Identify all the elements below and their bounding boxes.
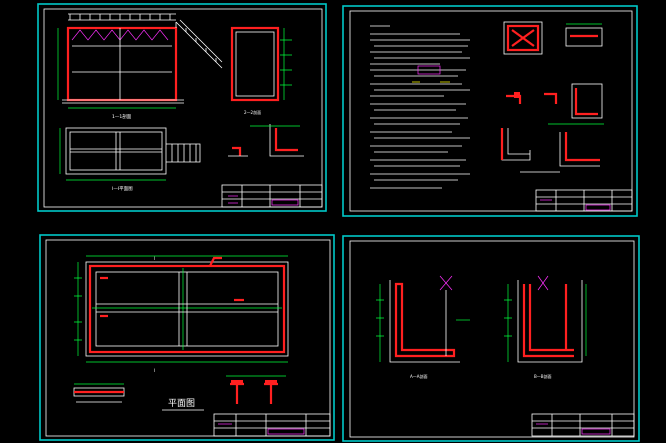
section-b-label: B—B剖面 bbox=[534, 373, 552, 379]
plan-i-i: I—I平面图 bbox=[59, 127, 201, 192]
section-b-b: B—B剖面 bbox=[504, 275, 587, 379]
sheet-4: A—A剖面 B—B剖面 bbox=[342, 235, 640, 442]
sheet-1: 1—1剖面 I—I平面图 2—2剖面 bbox=[37, 3, 327, 212]
sheet-2-frame bbox=[349, 10, 633, 212]
sheet-4-border bbox=[342, 235, 640, 442]
tank-wall-section bbox=[66, 26, 178, 102]
sheet-3-details bbox=[73, 375, 286, 404]
sheet-1-frame bbox=[43, 8, 323, 208]
sheet-3-frame bbox=[45, 239, 331, 437]
sheet-1-details bbox=[228, 124, 304, 157]
plan-outer-wall bbox=[88, 264, 286, 354]
section-2-2-label: 2—2剖面 bbox=[244, 109, 261, 115]
sheet-2 bbox=[342, 5, 638, 217]
plan-title: 平面图 bbox=[168, 398, 195, 409]
wall-section-a bbox=[394, 282, 456, 358]
sheet-2-details bbox=[500, 21, 604, 173]
axis-top-label: I bbox=[154, 256, 155, 261]
axis-bottom-label: I bbox=[154, 368, 155, 373]
section-a-label: A—A剖面 bbox=[410, 373, 427, 379]
sheet-4-frame bbox=[349, 240, 635, 438]
tall-section-wall bbox=[230, 26, 280, 102]
sheet-1-titleblock bbox=[221, 184, 323, 208]
sheet-4-titleblock bbox=[531, 413, 635, 437]
plan-i-i-label: I—I平面图 bbox=[112, 186, 133, 192]
sheet-3-border bbox=[39, 234, 335, 441]
section-2-2: 2—2剖面 bbox=[230, 26, 292, 115]
sheet-2-border bbox=[342, 5, 638, 217]
section-a-a: A—A剖面 bbox=[376, 275, 470, 379]
stair-plan bbox=[166, 143, 201, 163]
sheet-1-border bbox=[37, 3, 327, 212]
sheet-3-titleblock bbox=[213, 413, 331, 437]
section-1-1-elevation: 1—1剖面 bbox=[57, 13, 223, 120]
sheet-3: I I 平面图 bbox=[39, 234, 335, 441]
section-1-1-label: 1—1剖面 bbox=[112, 113, 132, 120]
design-notes-block bbox=[370, 25, 470, 189]
sheet-2-titleblock bbox=[535, 189, 633, 212]
stair-railing bbox=[175, 19, 223, 65]
plan-view: I I bbox=[74, 255, 289, 373]
plan-outline bbox=[65, 127, 167, 175]
wall-section-b bbox=[522, 284, 574, 358]
